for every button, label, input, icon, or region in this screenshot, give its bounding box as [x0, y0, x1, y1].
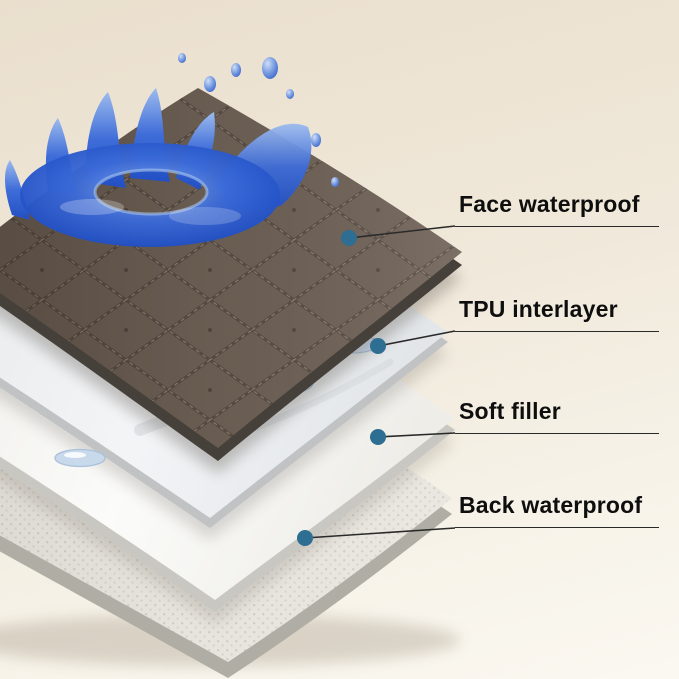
label-back-waterproof: Back waterproof: [455, 491, 659, 528]
callout-lines: [304, 225, 456, 539]
callout-dot-soft: [370, 429, 386, 445]
callout-dots: [297, 230, 386, 546]
water-splash: [5, 53, 339, 247]
label-tpu-interlayer: TPU interlayer: [455, 295, 659, 332]
callout-dot-back: [297, 530, 313, 546]
label-face-waterproof: Face waterproof: [455, 190, 659, 227]
callout-dot-tpu: [370, 338, 386, 354]
tpu-water-droplet: [54, 448, 106, 468]
callout-dot-face: [341, 230, 357, 246]
label-soft-filler: Soft filler: [455, 397, 659, 434]
